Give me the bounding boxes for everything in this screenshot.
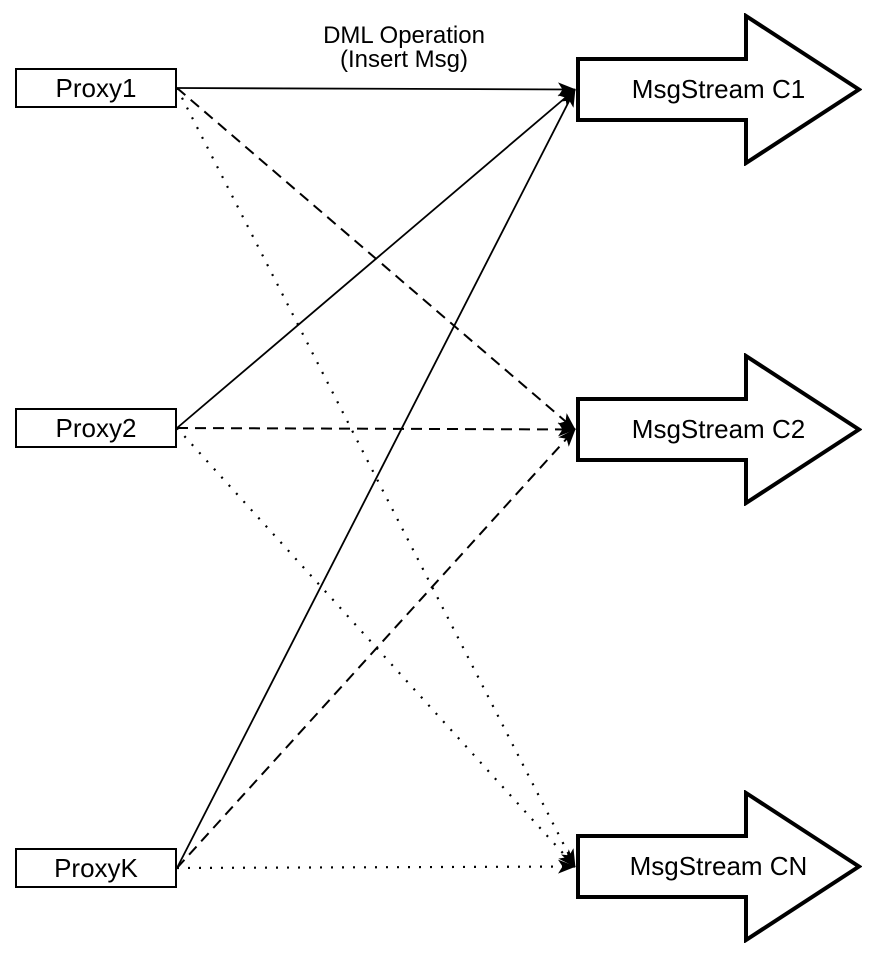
msgstream-label-cn: MsgStream CN [629, 851, 808, 881]
block-arrow-icon [576, 353, 862, 506]
block-arrow-icon [576, 13, 862, 166]
connection-line-solid [176, 88, 576, 429]
proxy-label-k: ProxyK [54, 852, 138, 883]
connection-line-dotted [176, 427, 576, 868]
block-arrow-icon [576, 790, 862, 943]
proxy-box-k: ProxyK [15, 848, 177, 888]
proxy-box-2: Proxy2 [15, 408, 177, 448]
msgstream-label-c1: MsgStream C1 [631, 74, 806, 104]
connection-line-dashed [176, 422, 576, 437]
proxy-box-1: Proxy1 [15, 68, 177, 108]
msgstream-arrow-c2: MsgStream C2 [575, 353, 862, 506]
connection-line-dashed [176, 428, 576, 869]
connection-line-dotted [176, 859, 576, 874]
diagram-title: DML Operation (Insert Msg) [323, 24, 485, 72]
connection-line-solid [176, 82, 576, 97]
proxy-label-2: Proxy2 [55, 412, 137, 443]
proxy-label-1: Proxy1 [55, 72, 137, 103]
msgstream-arrow-cn: MsgStream CN [575, 790, 862, 943]
msgstream-label-c2: MsgStream C2 [631, 414, 806, 444]
msgstream-arrow-c1: MsgStream C1 [575, 13, 862, 166]
title-line-2: (Insert Msg) [339, 46, 469, 73]
connection-line-solid [176, 88, 576, 869]
title-line-1: DML Operation [323, 22, 485, 49]
